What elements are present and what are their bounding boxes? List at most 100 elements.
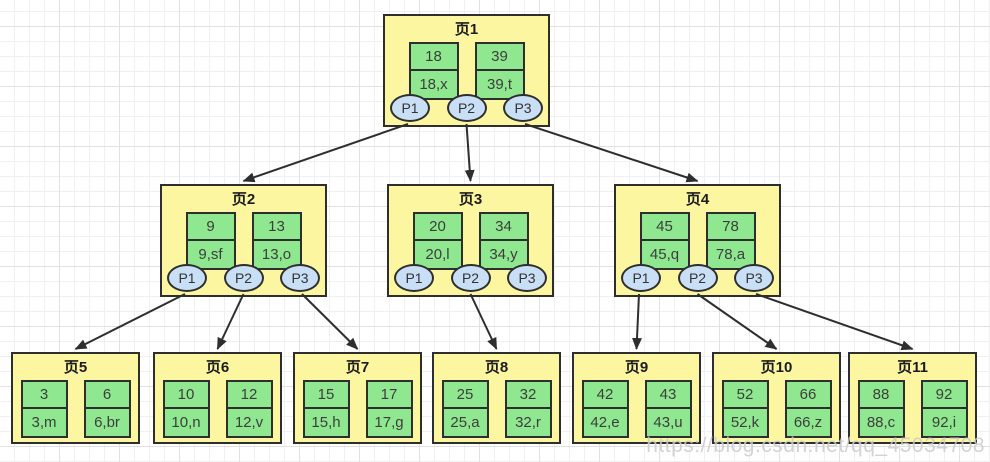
record-value: 34,y bbox=[489, 246, 518, 263]
record-key: 42 bbox=[583, 382, 627, 409]
record-cell: 42 42,e bbox=[581, 380, 629, 438]
record-key: 9 bbox=[187, 214, 234, 241]
pointer-p2: P2 bbox=[446, 94, 487, 122]
record-cells: 9 9,sf 13 13,o bbox=[162, 212, 325, 270]
record-value: 42,e bbox=[590, 414, 620, 431]
record-value: 15,h bbox=[311, 414, 341, 431]
arrow-page4-P2-to-page10 bbox=[696, 293, 778, 350]
pointer-p1: P1 bbox=[394, 264, 434, 292]
record-value: 66,z bbox=[793, 414, 823, 431]
arrow-page2-P3-to-page7 bbox=[301, 293, 359, 350]
node-title: 页10 bbox=[760, 359, 793, 376]
record-key: 3 bbox=[22, 382, 66, 409]
arrow-page1-P2-to-page3 bbox=[464, 123, 475, 182]
record-cell: 78 78,a bbox=[705, 212, 756, 270]
record-key: 20 bbox=[414, 214, 461, 241]
record-cells: 88 88,c 92 92,i bbox=[850, 380, 975, 438]
node-title: 页3 bbox=[458, 191, 483, 208]
record-value: 88,c bbox=[866, 414, 896, 431]
pointer-p1: P1 bbox=[621, 264, 661, 292]
arrow-page2-P1-to-page5 bbox=[74, 293, 186, 350]
record-cell: 13 13,o bbox=[251, 212, 302, 270]
record-key: 13 bbox=[253, 214, 300, 241]
node-title: 页7 bbox=[345, 359, 370, 376]
pointer-p1: P1 bbox=[167, 264, 207, 292]
record-value: 10,n bbox=[171, 414, 201, 431]
pointer-p2: P2 bbox=[450, 264, 491, 292]
record-key: 34 bbox=[480, 214, 527, 241]
pointer-p3: P3 bbox=[734, 264, 774, 292]
record-key: 15 bbox=[304, 382, 348, 409]
record-key: 10 bbox=[164, 382, 208, 409]
record-key: 32 bbox=[506, 382, 550, 409]
record-cell: 15 15,h bbox=[302, 380, 350, 438]
record-value: 39,t bbox=[486, 76, 513, 93]
record-cell: 25 25,a bbox=[441, 380, 489, 438]
record-value: 17,g bbox=[374, 414, 404, 431]
record-cell: 10 10,n bbox=[162, 380, 210, 438]
pointer-row: P1 P2 P3 bbox=[390, 94, 543, 122]
record-cell: 45 45,q bbox=[639, 212, 690, 270]
node-page11: 页11 88 88,c 92 92,i bbox=[848, 352, 977, 444]
node-title: 页11 bbox=[897, 359, 928, 376]
record-value: 92,i bbox=[931, 414, 957, 431]
record-key: 25 bbox=[443, 382, 487, 409]
record-value: 13,o bbox=[261, 246, 292, 263]
record-value: 3,m bbox=[31, 414, 57, 431]
node-title: 页8 bbox=[484, 359, 509, 376]
arrow-page1-P1-to-page2 bbox=[242, 123, 409, 183]
arrow-page4-P3-to-page11 bbox=[755, 293, 914, 351]
record-key: 6 bbox=[85, 382, 129, 409]
node-title: 页2 bbox=[231, 191, 256, 208]
record-key: 66 bbox=[786, 382, 830, 409]
record-value: 45,q bbox=[649, 246, 680, 263]
node-title: 页9 bbox=[624, 359, 649, 376]
record-value: 12,v bbox=[234, 414, 264, 431]
record-key: 43 bbox=[646, 382, 690, 409]
pointer-p1: P1 bbox=[390, 94, 430, 122]
record-value: 9,sf bbox=[198, 246, 223, 263]
record-key: 88 bbox=[859, 382, 903, 409]
record-cell: 34 34,y bbox=[478, 212, 529, 270]
record-value: 78,a bbox=[715, 246, 746, 263]
arrow-page3-P2-to-page8 bbox=[469, 293, 498, 350]
record-key: 78 bbox=[707, 214, 754, 241]
arrow-page1-P3-to-page4 bbox=[524, 123, 699, 183]
record-value: 6,br bbox=[94, 414, 120, 431]
record-key: 45 bbox=[641, 214, 688, 241]
pointer-p3: P3 bbox=[503, 94, 543, 122]
record-key: 39 bbox=[476, 44, 523, 71]
record-cell: 92 92,i bbox=[920, 380, 968, 438]
record-cell: 9 9,sf bbox=[185, 212, 236, 270]
node-title: 页6 bbox=[205, 359, 230, 376]
record-value: 25,a bbox=[450, 414, 480, 431]
record-key: 92 bbox=[922, 382, 966, 409]
record-value: 18,x bbox=[419, 76, 448, 93]
record-cell: 66 66,z bbox=[784, 380, 832, 438]
